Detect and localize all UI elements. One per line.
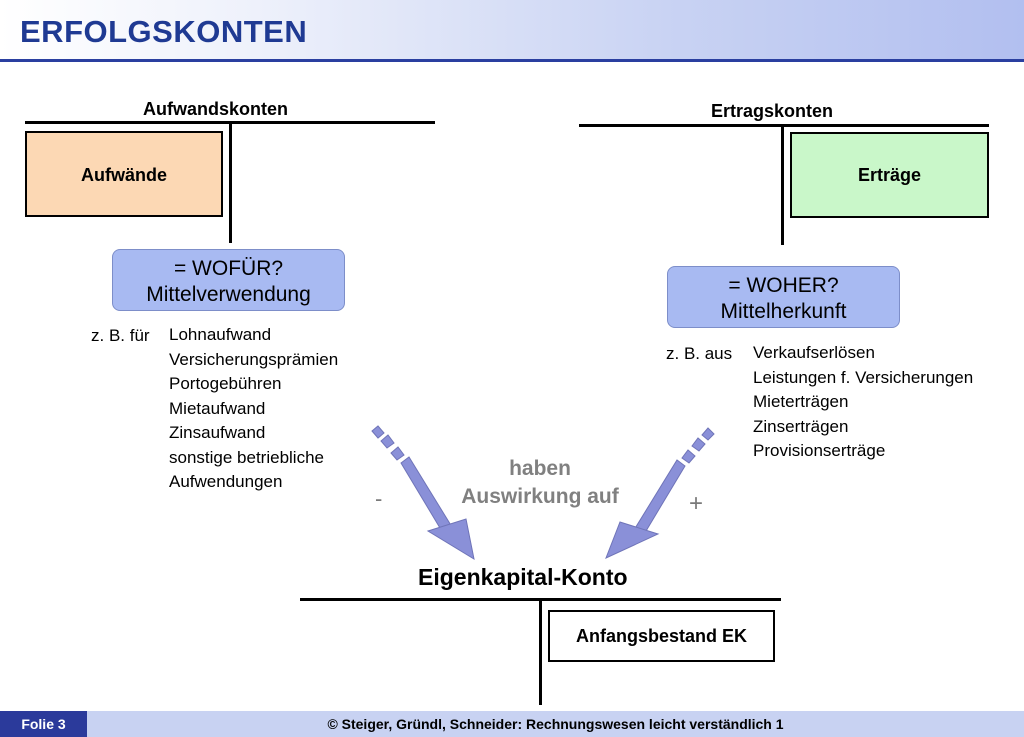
list-item: sonstige betriebliche	[169, 447, 324, 467]
revenue-account-horizontal-line	[579, 124, 989, 127]
list-item: Versicherungsprämien	[169, 349, 339, 369]
expense-question-box: = WOFÜR? Mittelverwendung	[112, 249, 345, 311]
expense-question: = WOFÜR?	[173, 257, 284, 280]
expense-account-vertical-line	[229, 121, 232, 243]
expense-meaning: Mittelverwendung	[146, 283, 311, 306]
slide-number: Folie 3	[0, 711, 87, 737]
list-item: Mieterträgen	[753, 392, 849, 411]
revenue-account-title: Ertragskonten	[711, 101, 834, 121]
footer-bar	[0, 711, 1024, 737]
revenue-account-vertical-line	[781, 124, 784, 245]
page-title: ERFOLGSKONTEN	[20, 14, 308, 49]
impact-label: haben Auswirkung auf	[440, 455, 640, 511]
expense-box: Aufwände	[25, 131, 223, 217]
expense-examples-prefix: z. B. für	[91, 326, 150, 345]
expense-examples-list: Lohnaufwand Versicherungsprämien Portoge…	[169, 323, 338, 495]
revenue-question: = WOHER?	[728, 274, 839, 297]
list-item: Lohnaufwand	[169, 325, 272, 344]
list-item: Provisionserträge	[753, 441, 886, 460]
list-item: Portogebühren	[169, 374, 282, 393]
revenue-examples-list: Verkaufserlösen Leistungen f. Versicheru…	[753, 341, 973, 464]
equity-account-vertical-line	[539, 598, 542, 705]
minus-sign: -	[375, 486, 383, 511]
expense-account-title: Aufwandskonten	[143, 99, 289, 119]
impact-label-line-1: haben	[509, 457, 571, 480]
revenue-meaning: Mittelherkunft	[720, 300, 847, 323]
list-item: Zinserträgen	[753, 416, 849, 436]
equity-account-title: Eigenkapital-Konto	[418, 564, 628, 590]
list-item: Mietaufwand	[169, 398, 266, 418]
revenue-question-box: = WOHER? Mittelherkunft	[667, 266, 900, 328]
list-item: Leistungen f. Versicherungen	[753, 367, 974, 387]
revenue-examples-prefix: z. B. aus	[666, 344, 733, 363]
opening-balance-box: Anfangsbestand EK	[548, 610, 775, 662]
revenue-box: Erträge	[790, 132, 989, 218]
list-item: Zinsaufwand	[169, 423, 266, 442]
plus-sign: +	[689, 490, 704, 517]
footer-copyright: © Steiger, Gründl, Schneider: Rechnungsw…	[327, 716, 784, 732]
header-bar	[0, 0, 1024, 62]
list-item: Aufwendungen	[169, 472, 283, 491]
impact-label-line-2: Auswirkung auf	[461, 485, 619, 508]
list-item: Verkaufserlösen	[753, 343, 875, 362]
header-divider	[0, 59, 1024, 62]
